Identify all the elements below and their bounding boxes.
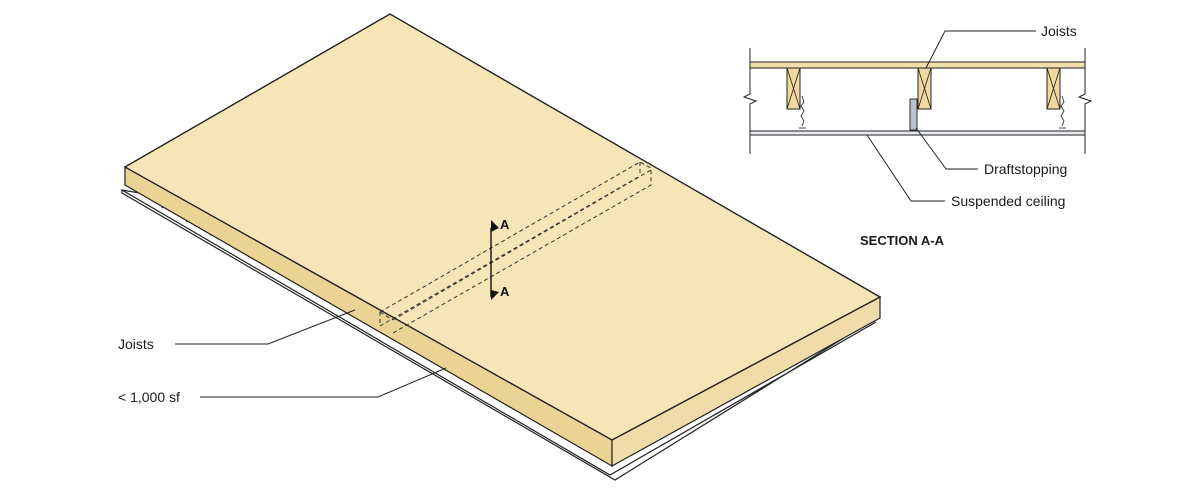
- section-a-a-detail: Joists Draftstopping Suspended ceiling S…: [742, 23, 1093, 248]
- section-draftstopping: [909, 98, 918, 131]
- draftstopping-label: Draftstopping: [984, 161, 1067, 177]
- section-cut-label-top: A: [500, 217, 510, 232]
- floor-deck-top: [123, 13, 882, 441]
- suspended-ceiling-label: Suspended ceiling: [951, 193, 1065, 209]
- section-joists-label: Joists: [1041, 23, 1077, 39]
- area-leader-line: [200, 367, 447, 398]
- joists-plan-label: Joists: [118, 336, 154, 352]
- section-joists-leader: [925, 30, 1036, 69]
- section-break-right: [1077, 48, 1093, 154]
- draftstopping-leader: [915, 127, 978, 170]
- section-ceiling-board: [749, 130, 1086, 136]
- draftstopping-hidden-line: [379, 161, 652, 334]
- section-joist: [1046, 67, 1061, 110]
- area-label: < 1,000 sf: [118, 389, 180, 405]
- ceiling-hanger-wire: [799, 95, 1066, 129]
- section-title: SECTION A-A: [860, 233, 945, 248]
- joists-leader-line: [175, 309, 356, 345]
- section-joist: [786, 67, 801, 110]
- section-floor-sheathing: [749, 61, 1086, 69]
- section-joist: [917, 67, 932, 110]
- suspended-ceiling-leader: [866, 134, 945, 202]
- section-cut-label-bottom: A: [500, 284, 510, 299]
- section-break-left: [742, 48, 758, 154]
- section-cut-marker: A A: [490, 217, 510, 300]
- isometric-floor-assembly: A A Joists < 1,000 sf: [118, 13, 882, 481]
